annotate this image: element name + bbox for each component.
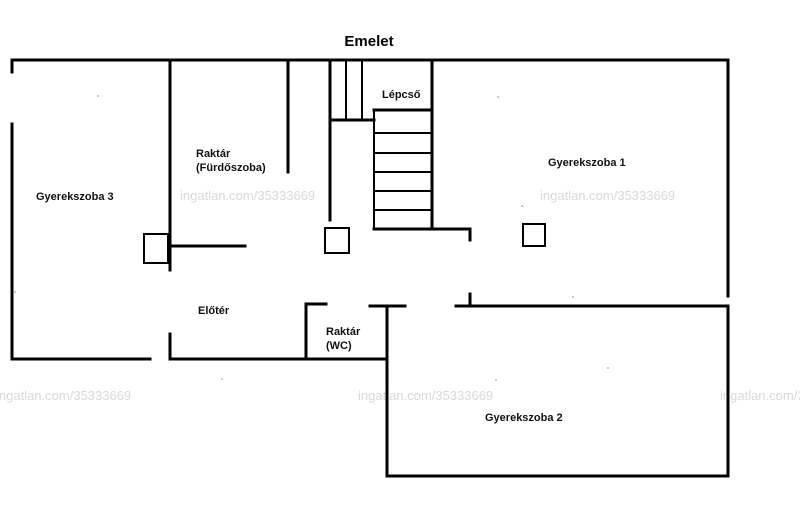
room-label-eloter: Előtér — [198, 305, 230, 317]
interior-walls — [168, 58, 472, 361]
chimney — [522, 223, 546, 247]
room-label-raktar-furdo: Raktár — [196, 148, 231, 160]
room-label-gyerekszoba-3: Gyerekszoba 3 — [36, 191, 114, 203]
watermark: ingatlan.com/35333669 — [0, 388, 131, 403]
watermark-layer: ingatlan.com/35333669 ingatlan.com/35333… — [0, 188, 800, 403]
watermark: ingatlan.com/35333669 — [720, 388, 800, 403]
chimney-squares — [143, 223, 546, 264]
room-label-lepcso: Lépcső — [382, 89, 421, 101]
watermark: ingatlan.com/35333669 — [540, 188, 675, 203]
chimney — [324, 227, 350, 254]
chimney — [143, 233, 169, 264]
speckles — [14, 95, 609, 381]
room-label-raktar-furdo-sub: (Fürdőszoba) — [196, 162, 266, 174]
room-label-raktar-wc: Raktár — [326, 326, 361, 338]
outer-walls — [10, 58, 730, 478]
watermark: ingatlan.com/35333669 — [358, 388, 493, 403]
room-labels: Gyerekszoba 3 Raktár (Fürdőszoba) Lépcső… — [36, 89, 626, 424]
room-label-gyerekszoba-2: Gyerekszoba 2 — [485, 412, 563, 424]
watermark: ingatlan.com/35333669 — [180, 188, 315, 203]
room-label-raktar-wc-sub: (WC) — [326, 340, 352, 352]
staircase — [328, 60, 472, 231]
room-label-gyerekszoba-1: Gyerekszoba 1 — [548, 157, 626, 169]
plan-title: Emelet — [344, 33, 393, 50]
